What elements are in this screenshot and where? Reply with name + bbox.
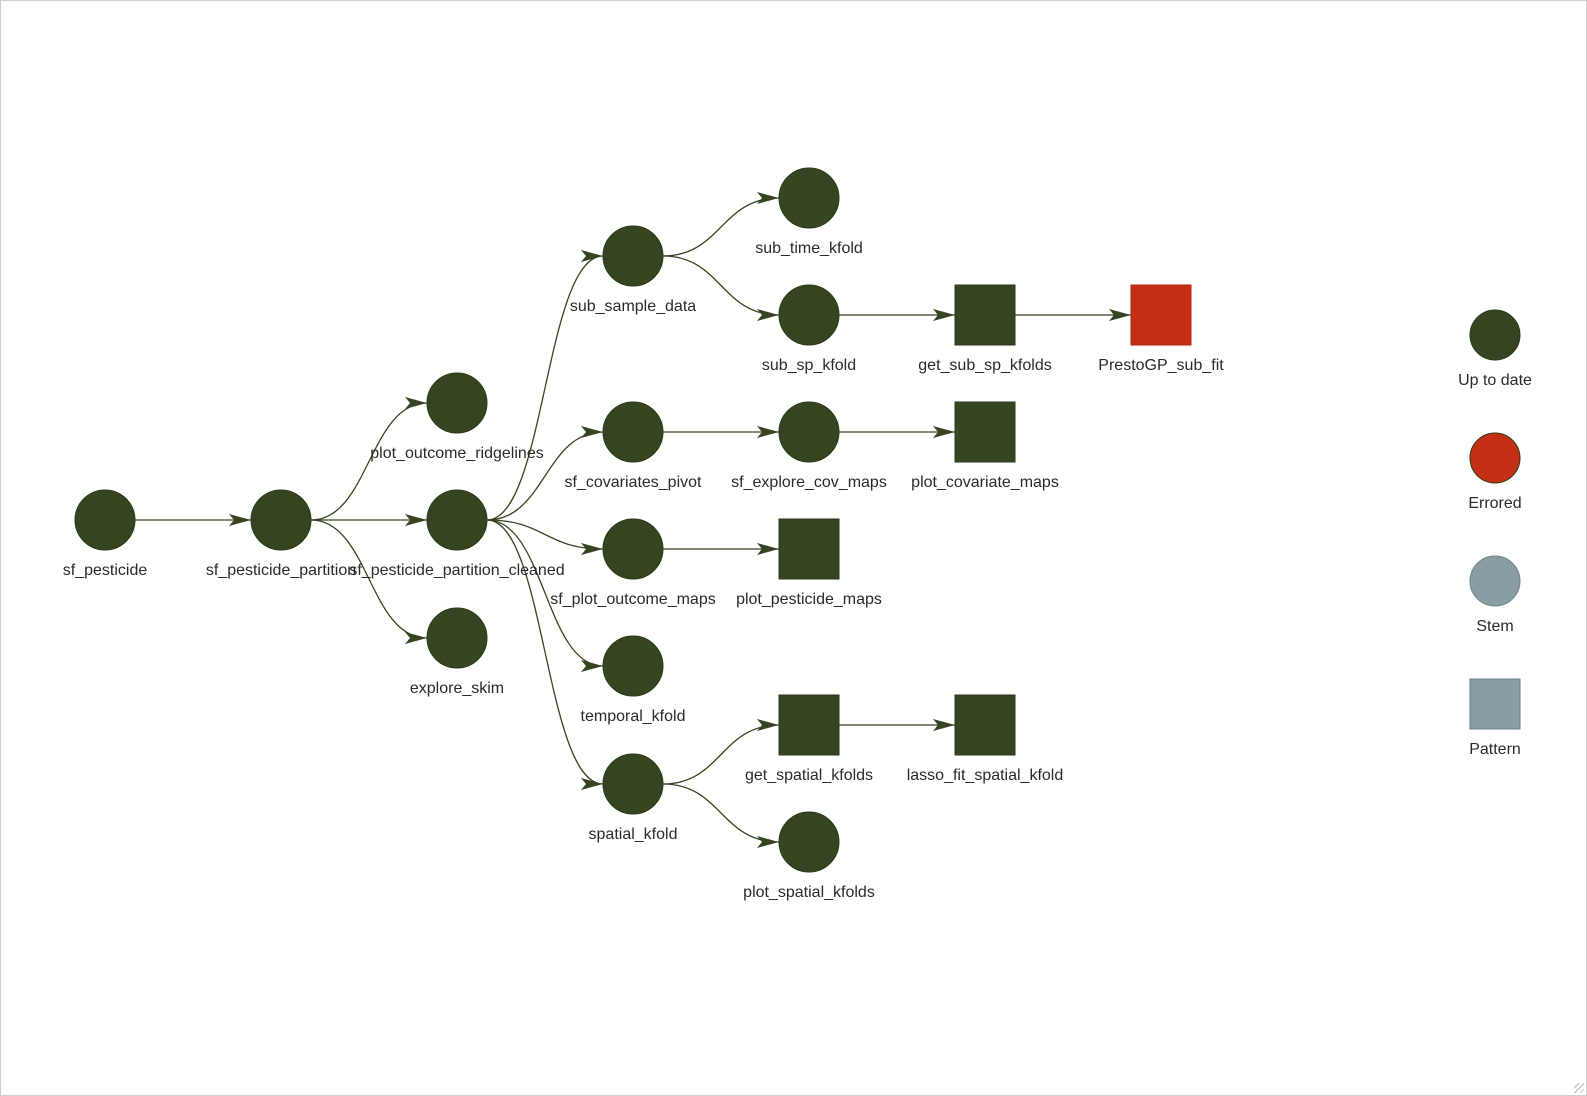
node-circle-icon[interactable] bbox=[602, 518, 664, 580]
node-explore-skim[interactable]: explore_skim bbox=[410, 607, 504, 697]
edge-sf-pesticide-partition-to-plot-outcome-ridgelines bbox=[310, 397, 428, 521]
node-label: sub_time_kfold bbox=[755, 240, 863, 257]
node-lasso-fit-spatial-kfold[interactable]: lasso_fit_spatial_kfold bbox=[907, 694, 1064, 784]
node-sf-plot-outcome-maps[interactable]: sf_plot_outcome_maps bbox=[550, 518, 716, 608]
legend-label: Stem bbox=[1476, 618, 1513, 635]
node-label: plot_covariate_maps bbox=[911, 474, 1059, 491]
edge-sub-sample-data-to-sub-sp-kfold bbox=[662, 255, 780, 321]
node-circle-icon[interactable] bbox=[778, 401, 840, 463]
node-spatial-kfold[interactable]: spatial_kfold bbox=[589, 753, 678, 843]
node-square-icon[interactable] bbox=[778, 694, 840, 756]
node-circle-icon[interactable] bbox=[426, 372, 488, 434]
node-plot-outcome-ridgelines[interactable]: plot_outcome_ridgelines bbox=[370, 372, 544, 462]
node-circle-icon[interactable] bbox=[426, 607, 488, 669]
legend-label: Up to date bbox=[1458, 372, 1532, 389]
legend-label: Pattern bbox=[1469, 741, 1521, 758]
node-sub-time-kfold[interactable]: sub_time_kfold bbox=[755, 167, 863, 257]
node-circle-icon[interactable] bbox=[602, 225, 664, 287]
node-square-icon[interactable] bbox=[954, 401, 1016, 463]
node-prestogp-sub-fit[interactable]: PrestoGP_sub_fit bbox=[1098, 284, 1224, 374]
node-label: plot_pesticide_maps bbox=[736, 591, 882, 608]
node-circle-icon[interactable] bbox=[602, 401, 664, 463]
node-label: lasso_fit_spatial_kfold bbox=[907, 767, 1064, 784]
node-circle-icon[interactable] bbox=[778, 167, 840, 229]
resize-handle-icon[interactable] bbox=[1574, 1083, 1584, 1093]
edge-sub-sample-data-to-sub-time-kfold bbox=[662, 192, 780, 257]
node-plot-spatial-kfolds[interactable]: plot_spatial_kfolds bbox=[743, 811, 875, 901]
node-label: sf_explore_cov_maps bbox=[731, 474, 887, 491]
legend-circle-icon bbox=[1469, 309, 1521, 361]
legend-item-errored: Errored bbox=[1468, 432, 1522, 512]
legend-item-pattern: Pattern bbox=[1469, 678, 1521, 758]
node-temporal-kfold[interactable]: temporal_kfold bbox=[581, 635, 686, 725]
node-sub-sample-data[interactable]: sub_sample_data bbox=[570, 225, 696, 315]
legend-square-icon bbox=[1469, 678, 1521, 730]
node-sf-pesticide[interactable]: sf_pesticide bbox=[63, 489, 148, 579]
legend-item-up to date: Up to date bbox=[1458, 309, 1532, 389]
node-sf-pesticide-partition[interactable]: sf_pesticide_partition bbox=[206, 489, 356, 579]
node-sf-covariates-pivot[interactable]: sf_covariates_pivot bbox=[565, 401, 703, 491]
node-label: get_sub_sp_kfolds bbox=[918, 357, 1051, 374]
graph-edges bbox=[135, 192, 1131, 848]
node-circle-icon[interactable] bbox=[74, 489, 136, 551]
node-label: sf_covariates_pivot bbox=[565, 474, 703, 491]
node-label: temporal_kfold bbox=[581, 708, 686, 725]
node-square-icon[interactable] bbox=[1130, 284, 1192, 346]
legend-item-stem: Stem bbox=[1469, 555, 1521, 635]
node-square-icon[interactable] bbox=[778, 518, 840, 580]
node-label: sf_pesticide bbox=[63, 562, 148, 579]
node-label: spatial_kfold bbox=[589, 826, 678, 843]
node-get-sub-sp-kfolds[interactable]: get_sub_sp_kfolds bbox=[918, 284, 1052, 374]
node-plot-pesticide-maps[interactable]: plot_pesticide_maps bbox=[736, 518, 882, 608]
node-circle-icon[interactable] bbox=[602, 635, 664, 697]
node-label: get_spatial_kfolds bbox=[745, 767, 873, 784]
node-label: sub_sp_kfold bbox=[762, 357, 856, 374]
edge-spatial-kfold-to-plot-spatial-kfolds bbox=[662, 783, 780, 848]
node-label: PrestoGP_sub_fit bbox=[1098, 357, 1224, 374]
node-plot-covariate-maps[interactable]: plot_covariate_maps bbox=[911, 401, 1059, 491]
legend-label: Errored bbox=[1468, 495, 1521, 512]
node-circle-icon[interactable] bbox=[778, 284, 840, 346]
node-circle-icon[interactable] bbox=[426, 489, 488, 551]
node-sf-explore-cov-maps[interactable]: sf_explore_cov_maps bbox=[731, 401, 887, 491]
edge-sf-pesticide-partition-cleaned-to-sub-sample-data bbox=[486, 250, 604, 521]
node-label: sf_plot_outcome_maps bbox=[550, 591, 715, 608]
node-sf-pesticide-partition-cleaned[interactable]: sf_pesticide_partition_cleaned bbox=[349, 489, 565, 579]
node-label: plot_outcome_ridgelines bbox=[370, 445, 543, 462]
node-get-spatial-kfolds[interactable]: get_spatial_kfolds bbox=[745, 694, 873, 784]
node-circle-icon[interactable] bbox=[602, 753, 664, 815]
edge-sf-pesticide-partition-cleaned-to-temporal-kfold bbox=[486, 519, 604, 672]
node-label: sf_pesticide_partition bbox=[206, 562, 356, 579]
graph-nodes: sf_pesticide sf_pesticide_partition plot_o… bbox=[63, 167, 1224, 901]
node-circle-icon[interactable] bbox=[250, 489, 312, 551]
edge-sf-pesticide-partition-cleaned-to-spatial-kfold bbox=[486, 519, 604, 790]
node-label: sf_pesticide_partition_cleaned bbox=[349, 562, 564, 579]
node-sub-sp-kfold[interactable]: sub_sp_kfold bbox=[762, 284, 856, 374]
node-circle-icon[interactable] bbox=[778, 811, 840, 873]
legend-circle-icon bbox=[1469, 555, 1521, 607]
edge-spatial-kfold-to-get-spatial-kfolds bbox=[662, 719, 780, 785]
node-square-icon[interactable] bbox=[954, 694, 1016, 756]
edge-sf-pesticide-partition-cleaned-to-sf-plot-outcome-maps bbox=[486, 519, 604, 555]
edge-sf-pesticide-partition-cleaned-to-sf-covariates-pivot bbox=[486, 426, 604, 521]
node-label: plot_spatial_kfolds bbox=[743, 884, 875, 901]
node-label: sub_sample_data bbox=[570, 298, 696, 315]
edge-sf-pesticide-partition-to-explore-skim bbox=[310, 519, 428, 644]
legend-circle-icon bbox=[1469, 432, 1521, 484]
node-label: explore_skim bbox=[410, 680, 504, 697]
node-square-icon[interactable] bbox=[954, 284, 1016, 346]
